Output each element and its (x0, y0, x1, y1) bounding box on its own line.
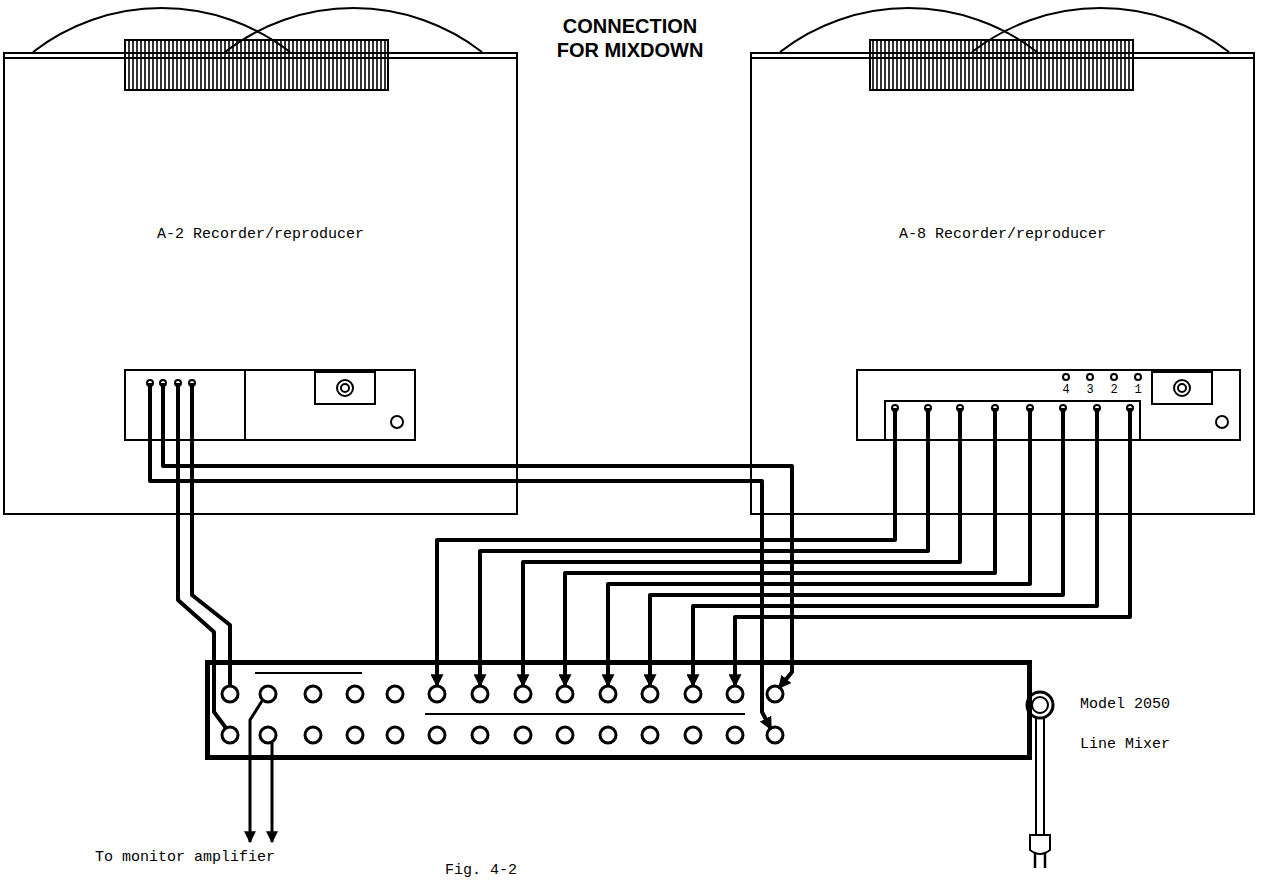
track-number: 1 (1132, 383, 1144, 397)
patch-cable (437, 408, 895, 686)
recorder-box: A-8 Recorder/reproducer (750, 52, 1255, 515)
mixer-jack (685, 727, 701, 743)
mixer-jack (305, 727, 321, 743)
mixer-jack (600, 727, 616, 743)
node-label: A-8 Recorder/reproducer (752, 226, 1253, 244)
indicator (1063, 374, 1069, 380)
patch-cable (192, 383, 230, 686)
mixer-jacks (222, 686, 783, 743)
connector-panel (857, 370, 1240, 440)
head-assembly (125, 40, 388, 90)
mixer-jack (260, 727, 276, 743)
recorder-box: A-2 Recorder/reproducer (3, 52, 518, 515)
phone-jack (341, 384, 349, 392)
mixer-jack (347, 686, 363, 702)
mixer-jack (387, 686, 403, 702)
monitor-out-line (250, 701, 262, 842)
mixer-jack (515, 727, 531, 743)
track-number: 3 (1084, 383, 1096, 397)
group-bracket (255, 672, 362, 674)
plug-prong (1035, 852, 1045, 868)
a8-deck-art (750, 8, 1255, 440)
patch-cable (565, 408, 995, 686)
jack-strip (885, 401, 1140, 440)
screw (1216, 416, 1228, 428)
mixer-jack (727, 727, 743, 743)
indicator (1135, 374, 1141, 380)
group-bracket (425, 713, 745, 715)
patch-cable (178, 383, 226, 728)
indicator (1087, 374, 1093, 380)
screw (391, 416, 403, 428)
patch-cable (650, 408, 1063, 686)
patch-cable (480, 408, 928, 686)
mixer-jack (472, 727, 488, 743)
mixer-jack (347, 727, 363, 743)
patch-cable (735, 408, 1130, 686)
mixer-jack (305, 686, 321, 702)
phone-jack (1174, 380, 1190, 396)
mixer-jack (557, 686, 573, 702)
indicator (1111, 374, 1117, 380)
figure-caption: Fig. 4-2 (445, 862, 517, 880)
patch-cable (150, 383, 771, 729)
connector-panel (125, 370, 415, 440)
mixer-jack (472, 686, 488, 702)
node-label: A-2 Recorder/reproducer (5, 226, 516, 244)
patch-cable (693, 408, 1097, 686)
mixer-jack (685, 686, 701, 702)
jack-plate (1152, 372, 1212, 404)
head-assembly (870, 40, 1133, 90)
track-number: 4 (1060, 383, 1072, 397)
mixer-art (250, 673, 1053, 868)
mixer-jack (387, 727, 403, 743)
phone-jack (1178, 384, 1186, 392)
mixer-jack (727, 686, 743, 702)
mixer-jack (429, 686, 445, 702)
panel-divider (244, 370, 246, 440)
jack-plate (315, 372, 375, 404)
mixer-jack (557, 727, 573, 743)
mixer-jack (642, 686, 658, 702)
mixer-box: Model 2050 Line Mixer (205, 660, 1032, 760)
node-label: Model 2050 Line Mixer (1080, 685, 1192, 765)
patch-cable (163, 383, 792, 688)
patch-cable (608, 408, 1030, 686)
phone-jack (337, 380, 353, 396)
mixer-jack (515, 686, 531, 702)
mixer-jack (600, 686, 616, 702)
power-plug (1030, 835, 1050, 854)
power-cord (1036, 718, 1044, 835)
patch-cable (523, 408, 960, 686)
mixer-jack (260, 686, 276, 702)
track-number: 2 (1108, 383, 1120, 397)
output-note: To monitor amplifier (95, 849, 275, 866)
power-grommet (1032, 697, 1048, 713)
a2-deck-art (3, 8, 518, 440)
diagram-title: CONNECTION FOR MIXDOWN (545, 14, 715, 62)
mixer-jack (222, 686, 238, 702)
mixer-jack (642, 727, 658, 743)
mixer-jack (429, 727, 445, 743)
mixer-jack (222, 727, 238, 743)
